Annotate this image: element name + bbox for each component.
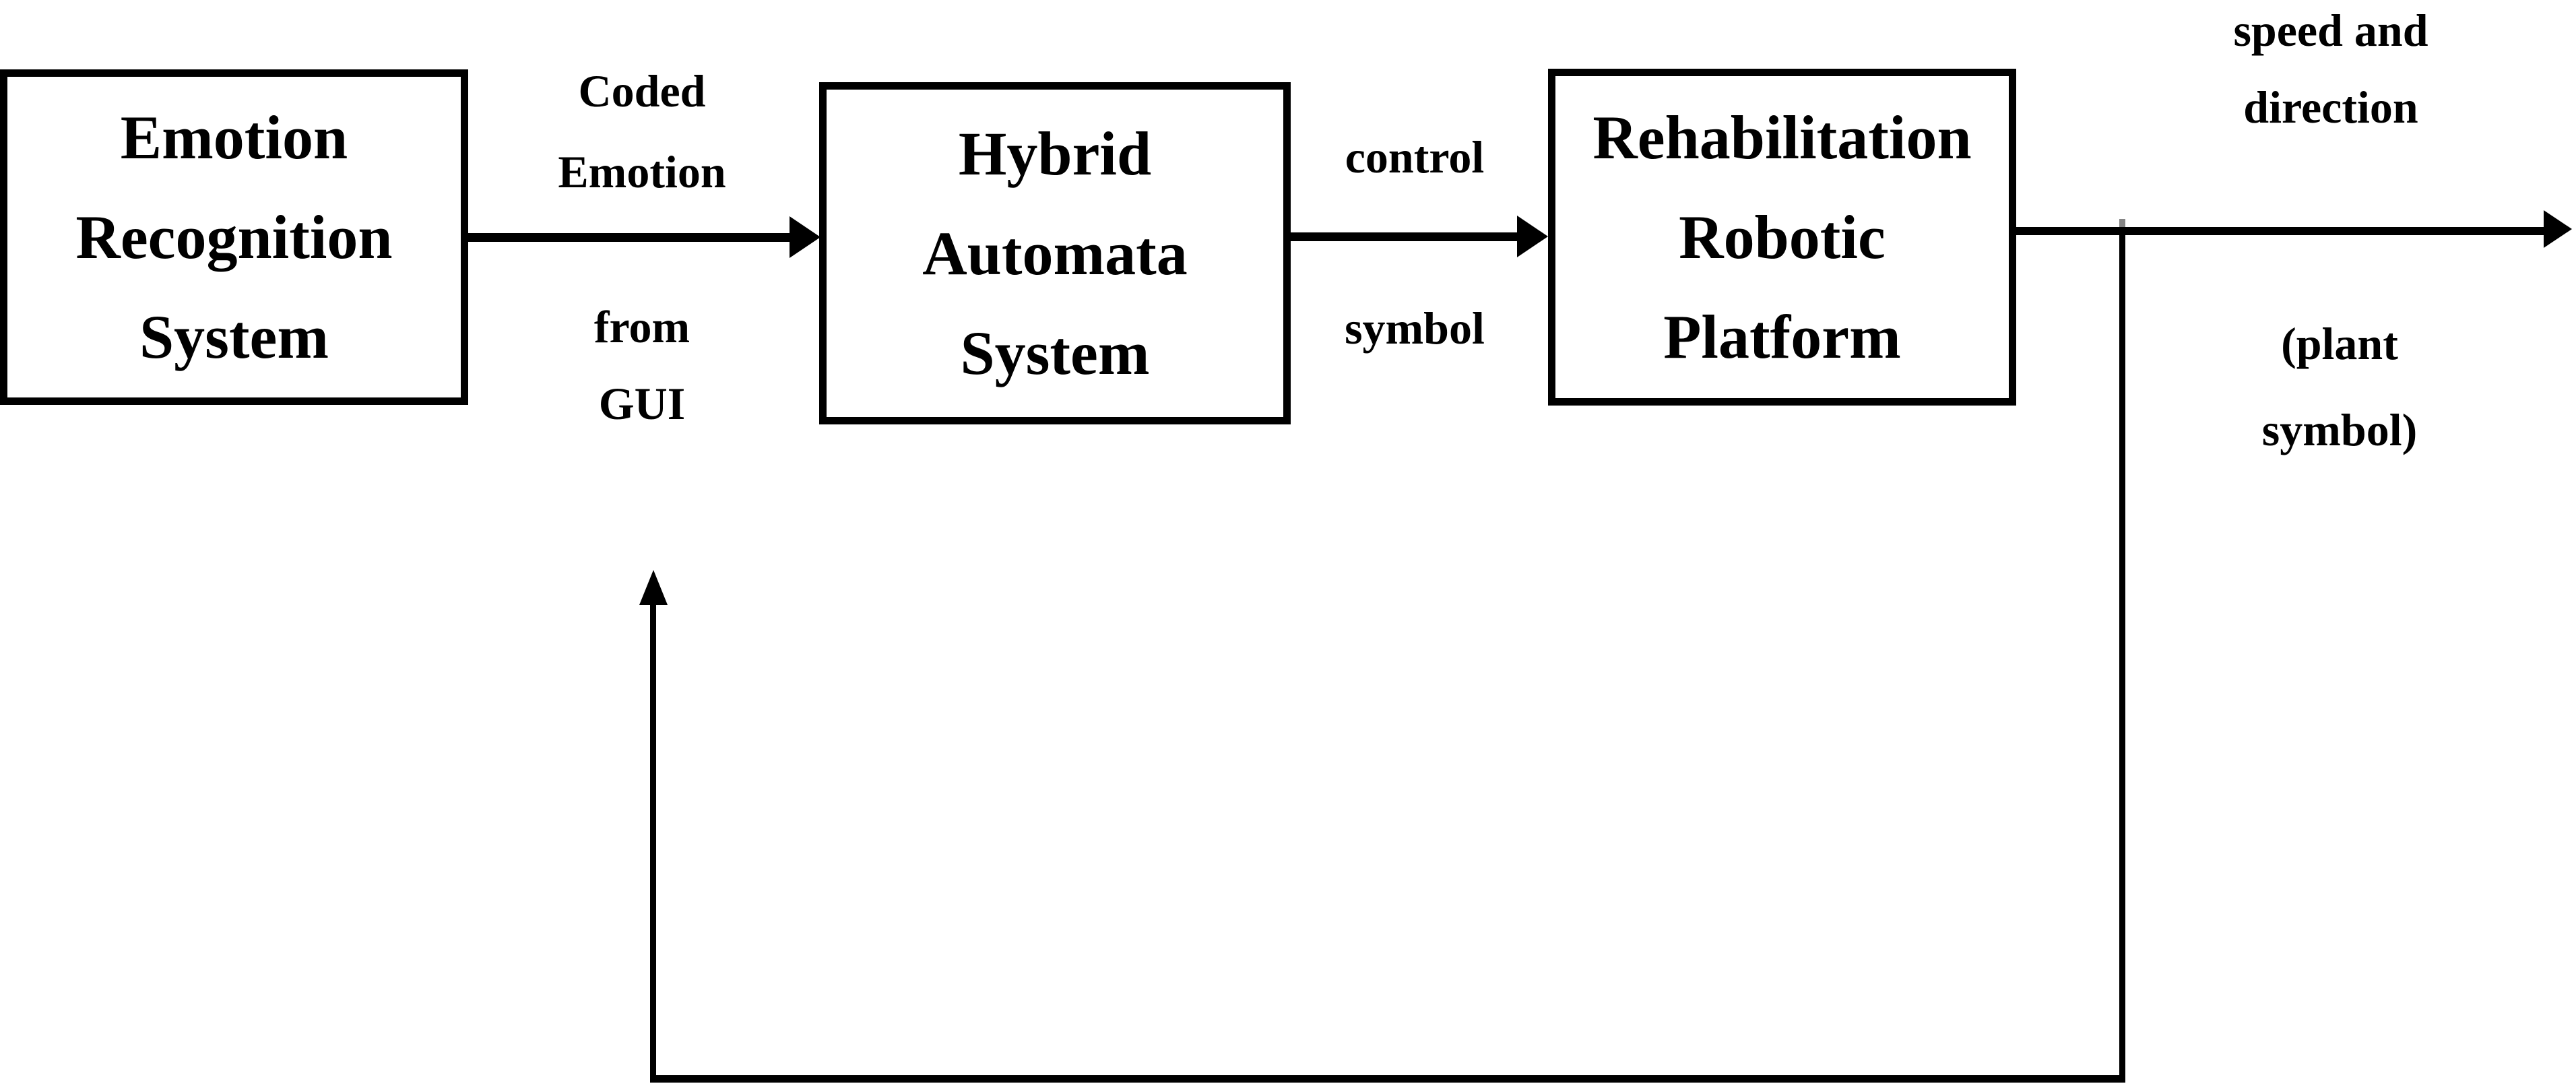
hybrid-automata-box-title: Hybrid Automata System <box>922 119 1188 387</box>
feedback-down-line <box>2119 227 2125 1083</box>
emotion-recognition-box: Emotion Recognition System <box>0 69 468 405</box>
control-symbol-arrowhead-icon <box>1517 216 1548 257</box>
from-gui-label: from GUI <box>593 301 690 429</box>
hybrid-automata-box: Hybrid Automata System <box>819 82 1291 424</box>
feedback-up-line <box>650 604 656 1083</box>
rehabilitation-robotic-platform-box: Rehabilitation Robotic Platform <box>1548 69 2016 406</box>
feedback-bottom-line <box>650 1075 2125 1083</box>
feedback-up-arrowhead-icon <box>639 570 668 605</box>
coded-emotion-label: Coded Emotion <box>558 65 726 197</box>
rehabilitation-robotic-platform-box-title: Rehabilitation Robotic Platform <box>1592 103 1972 371</box>
control-label: control <box>1345 131 1485 183</box>
feedback-junction-tick <box>2119 219 2125 227</box>
emotion-recognition-box-title: Emotion Recognition System <box>75 103 393 371</box>
speed-and-direction-label: speed and direction <box>2233 5 2428 133</box>
plant-symbol-label: (plant symbol) <box>2261 318 2418 455</box>
coded-emotion-arrowhead-icon <box>790 216 820 258</box>
control-symbol-arrow-shaft <box>1287 232 1519 241</box>
output-arrow-shaft <box>2014 227 2548 235</box>
coded-emotion-arrow-shaft <box>465 233 792 242</box>
symbol-label: symbol <box>1345 302 1485 354</box>
output-arrowhead-icon <box>2544 210 2572 248</box>
